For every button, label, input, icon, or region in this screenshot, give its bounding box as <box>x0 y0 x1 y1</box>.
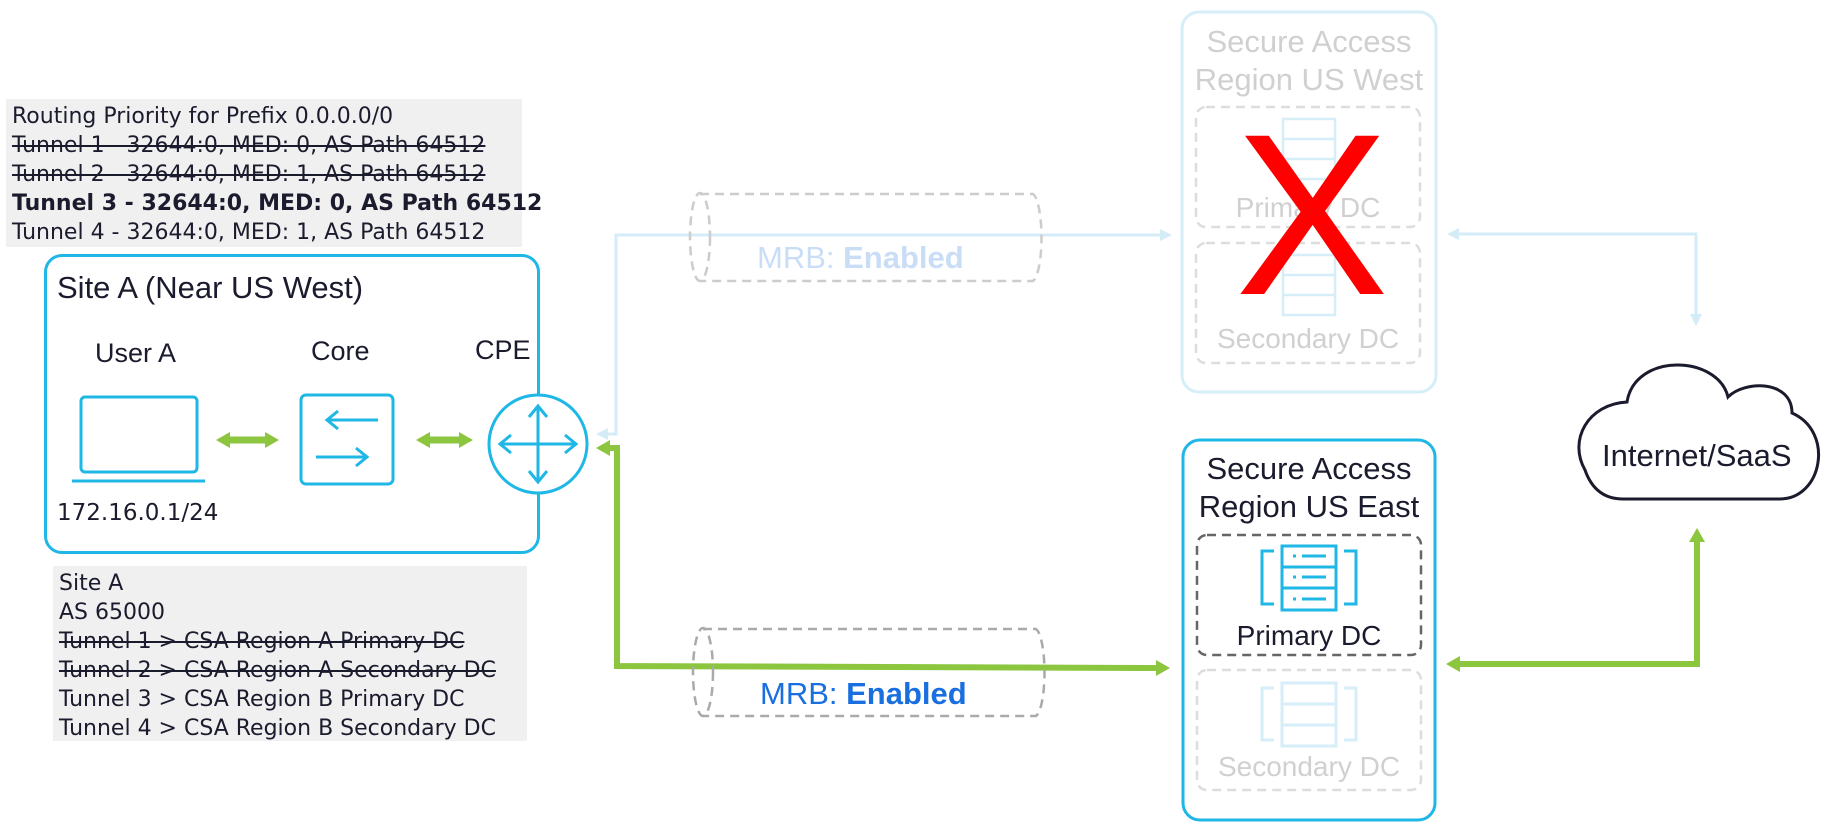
server-icon-secondary <box>1260 681 1358 748</box>
user-a-label: User A <box>95 338 177 368</box>
laptop-icon <box>72 395 205 483</box>
west-primary-dc-label: Primary DC <box>1235 192 1381 223</box>
west-tunnel-cylinder <box>688 191 1043 283</box>
west-secondary-dc-label: Secondary DC <box>1216 323 1400 354</box>
routing-line-tunnel-3: Tunnel 3 - 32644:0, MED: 0, AS Path 6451… <box>12 191 543 216</box>
site-info-tunnel-2: Tunnel 2 > CSA Region A Secondary DC <box>59 658 496 683</box>
site-info-box: Site A AS 65000 Tunnel 1 > CSA Region A … <box>53 566 527 741</box>
west-mrb-value: Enabled <box>843 240 964 275</box>
routing-line-tunnel-4: Tunnel 4 - 32644:0, MED: 1, AS Path 6451… <box>12 220 486 245</box>
routing-line-tunnel-2: Tunnel 2 - 32644:0, MED: 1, AS Path 6451… <box>12 162 486 187</box>
router-icon <box>487 393 589 495</box>
east-secondary-dc-label: Secondary DC <box>1217 751 1401 782</box>
routing-line-tunnel-1: Tunnel 1 - 32644:0, MED: 0, AS Path 6451… <box>12 133 486 158</box>
west-mrb-prefix: MRB: <box>757 240 844 275</box>
user-core-link <box>216 432 279 448</box>
failure-x-icon: X <box>1235 86 1389 343</box>
east-mrb-prefix: MRB: <box>760 676 847 711</box>
west-region-box <box>1180 10 1438 394</box>
routing-priority-box: Routing Priority for Prefix 0.0.0.0/0 Tu… <box>6 99 543 247</box>
routing-priority-title: Routing Priority for Prefix 0.0.0.0/0 <box>12 104 394 129</box>
internet-saas-label: Internet/SaaS <box>1602 438 1792 473</box>
east-region-box <box>1181 438 1437 822</box>
east-region-title-1: Secure Access <box>1206 451 1412 486</box>
west-tunnel-path <box>596 229 1172 440</box>
site-info-tunnel-3: Tunnel 3 > CSA Region B Primary DC <box>59 687 465 712</box>
west-region-title-2: Region US West <box>1194 62 1424 97</box>
server-icon <box>1260 544 1358 612</box>
site-info-tunnel-1: Tunnel 1 > CSA Region A Primary DC <box>59 629 465 654</box>
west-region-title-1: Secure Access <box>1206 24 1412 59</box>
east-mrb-value: Enabled <box>846 676 967 711</box>
cpe-label: CPE <box>475 335 531 365</box>
site-info-as: AS 65000 <box>59 600 165 625</box>
switch-icon <box>299 393 395 486</box>
east-tunnel-path <box>596 440 1170 676</box>
east-region-title-2: Region US East <box>1198 489 1420 524</box>
west-internet-link <box>1447 228 1702 326</box>
core-cpe-link <box>416 432 473 448</box>
core-label: Core <box>311 336 370 366</box>
west-tunnel-label: MRB: Enabled <box>757 240 964 276</box>
site-info-name: Site A <box>59 571 124 596</box>
site-info-tunnel-4: Tunnel 4 > CSA Region B Secondary DC <box>59 716 496 741</box>
east-primary-dc-label: Primary DC <box>1236 620 1382 651</box>
east-tunnel-label: MRB: Enabled <box>760 676 967 712</box>
east-tunnel-cylinder <box>691 626 1046 718</box>
subnet-label: 172.16.0.1/24 <box>57 500 219 526</box>
east-internet-link <box>1446 528 1705 672</box>
cloud-icon <box>1577 363 1820 501</box>
site-a-title: Site A (Near US West) <box>57 270 364 305</box>
